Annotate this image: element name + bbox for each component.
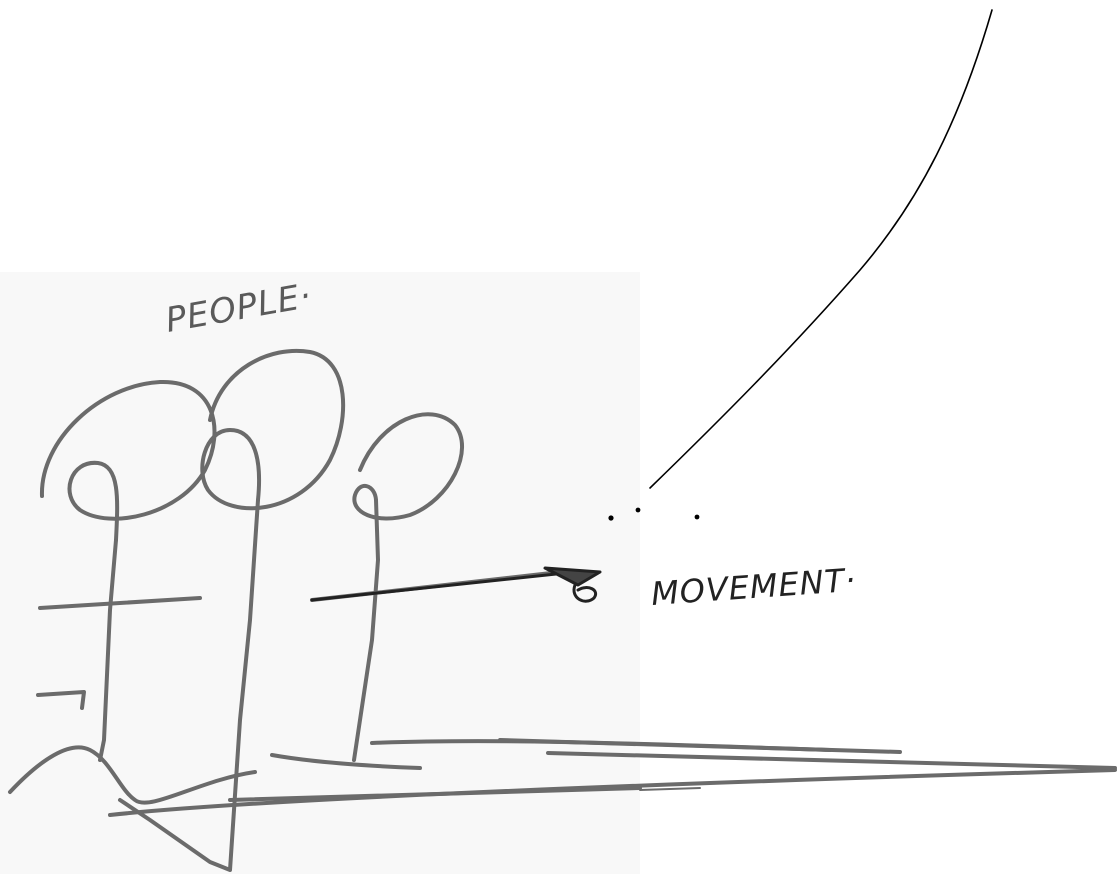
movement-label: MOVEMENT· [650,561,858,613]
panel-edge-stroke [640,788,700,790]
ink-curve [650,10,992,488]
